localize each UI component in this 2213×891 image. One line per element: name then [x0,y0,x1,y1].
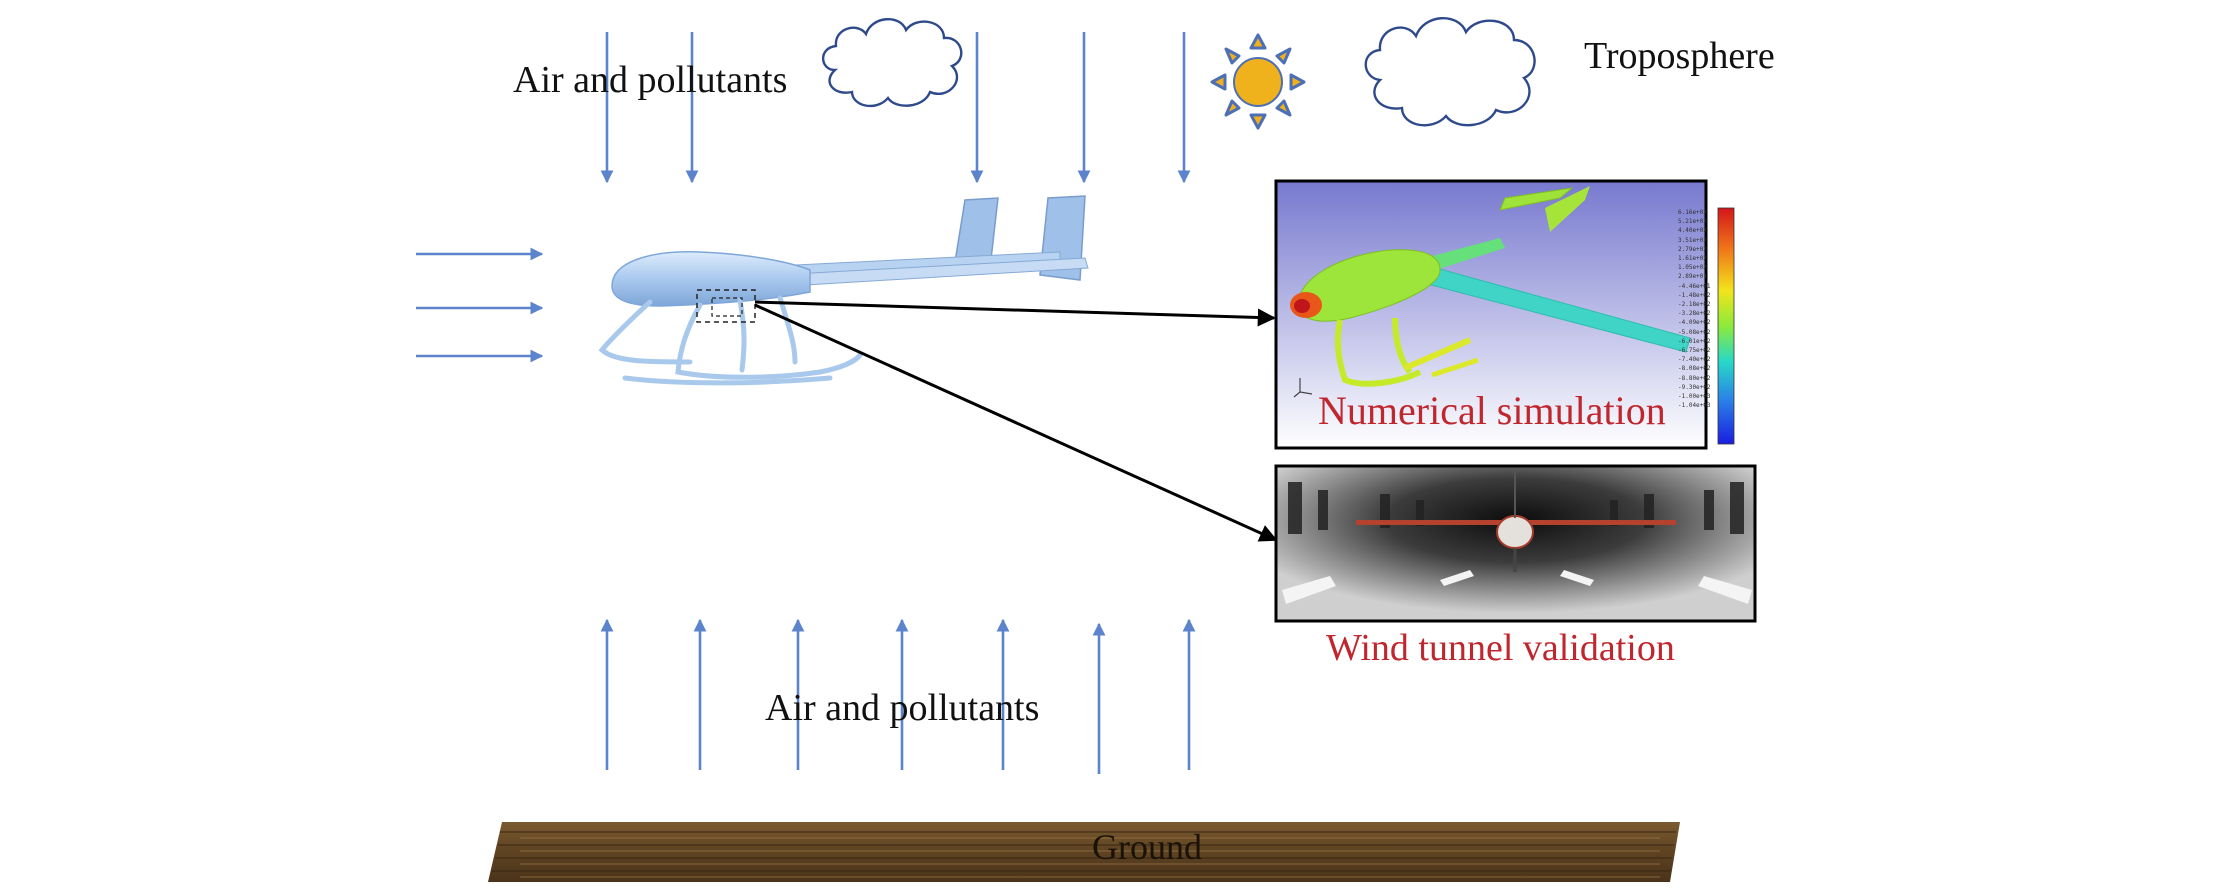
colorbar-tick-label: 1.61e+02 [1678,255,1707,263]
colorbar-tick-label: 3.51e+02 [1678,236,1707,244]
ground-icon [488,822,1680,882]
numerical-simulation-image [1274,179,1735,450]
label-numerical-simulation: Numerical simulation [1318,388,1666,433]
colorbar-tick-label: -5.08e+02 [1678,328,1711,336]
colorbar-tick-label: -3.28e+02 [1678,310,1711,318]
colorbar-tick-label: -4.46e+01 [1678,282,1711,290]
label-air-pollutants-top: Air and pollutants [513,59,788,101]
sun-icon [1210,33,1306,130]
horizontal-flow-arrows [416,247,544,363]
colorbar-tick-label: -1.48e+02 [1678,291,1711,299]
wind-tunnel-photo [1274,464,1757,623]
uav-icon [598,195,1089,386]
colorbar-tick-label: -4.09e+02 [1678,319,1711,327]
colorbar-tick-label: -1.04e+03 [1678,402,1711,410]
colorbar-tick-label: 2.89e+01 [1678,273,1707,281]
colorbar-tick-label: 5.21e+02 [1678,218,1707,226]
label-air-pollutants-bottom: Air and pollutants [765,687,1040,729]
upward-flow-arrows [600,618,1196,774]
label-ground: Ground [1092,827,1202,867]
colorbar-tick-label: 4.40e+02 [1678,227,1707,235]
colorbar-tick-label: -8.08e+02 [1678,365,1711,373]
colorbar-tick-label: -8.80e+02 [1678,374,1711,382]
downward-flow-arrows [600,32,1191,184]
colorbar-tick-label: -2.18e+02 [1678,301,1711,309]
colorbar-tick-label: 6.16e+02 [1678,209,1707,216]
label-wind-tunnel-validation: Wind tunnel validation [1326,627,1675,669]
colorbar-tick-label: -9.30e+02 [1678,383,1711,391]
colorbar-tick-label: -1.00e+03 [1678,393,1711,401]
cloud-icon [1364,16,1536,127]
colorbar-tick-label: -6.01e+02 [1678,337,1711,345]
colorbar-tick-label: -6.75e+02 [1678,347,1711,355]
cloud-icon [821,17,963,108]
connector-arrows [754,300,1278,542]
colorbar-tick-label: -7.40e+02 [1678,356,1711,364]
colorbar-tick-label: 1.05e+02 [1678,264,1707,272]
colorbar-tick-label: 2.79e+02 [1678,245,1707,253]
arrow-to-wind-tunnel [754,303,1278,542]
label-troposphere: Troposphere [1584,35,1775,77]
arrow-to-simulation [754,300,1276,327]
